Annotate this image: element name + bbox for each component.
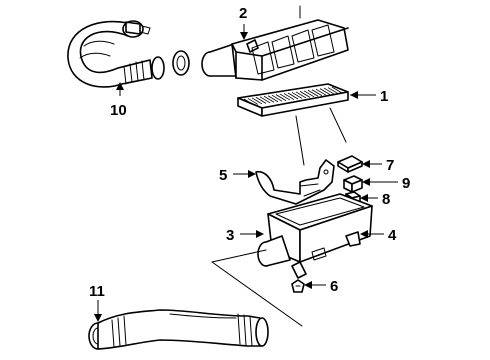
filter-pleat: [279, 93, 291, 101]
filter-pleat: [307, 89, 319, 97]
callout-8-label: 8: [382, 191, 390, 208]
callout-3: 3: [226, 227, 264, 244]
callout-9: 9: [362, 175, 410, 192]
filter-pleat: [247, 98, 259, 105]
filter-pleat: [291, 92, 303, 99]
part-10-intake-duct: [67, 20, 165, 88]
filter-pleat: [315, 88, 327, 96]
callout-7-label: 7: [386, 157, 394, 174]
callout-11: 11: [89, 283, 105, 322]
filter-pleat: [311, 89, 323, 97]
filter-pleat: [303, 90, 315, 98]
filter-pleat: [327, 87, 339, 94]
callout-6-label: 6: [330, 278, 338, 295]
part-9-sensor: [343, 175, 363, 193]
filter-pleat: [299, 91, 311, 98]
part-3-lower-housing: [257, 193, 373, 279]
part-2-air-cleaner-cover: [201, 5, 349, 81]
callout-4: 4: [360, 227, 397, 244]
callout-1: 1: [350, 88, 388, 105]
filter-pleat: [271, 94, 283, 102]
filter-pleat: [267, 95, 279, 103]
callout-9-label: 9: [402, 175, 410, 192]
callout-2: 2: [239, 5, 248, 40]
filter-pleat: [331, 86, 343, 94]
callout-7: 7: [362, 157, 394, 174]
filter-pleat: [275, 94, 287, 101]
filter-pleat: [263, 95, 275, 103]
filter-pleat: [319, 88, 331, 95]
filter-pleat: [243, 98, 255, 106]
callout-2-label: 2: [239, 5, 247, 22]
filter-pleat: [283, 93, 295, 100]
callout-10: 10: [110, 82, 127, 119]
seal-ring: [172, 50, 190, 76]
filter-pleat: [287, 92, 299, 100]
part-1-air-filter: [237, 83, 349, 117]
callout-6: 6: [304, 278, 338, 295]
part-7-sensor-cover: [337, 155, 363, 173]
part-11-lower-duct: [88, 309, 269, 350]
callout-10-label: 10: [110, 102, 127, 119]
part-5-bracket: [255, 159, 335, 205]
filter-pleat: [251, 97, 263, 105]
callout-8: 8: [360, 191, 390, 208]
callout-3-label: 3: [226, 227, 234, 244]
filter-pleat: [259, 96, 271, 104]
part-6-grommet: [291, 279, 305, 293]
filter-pleat: [255, 97, 267, 104]
callout-5-label: 5: [219, 167, 227, 184]
filter-pleat: [295, 91, 307, 99]
callout-4-label: 4: [388, 227, 397, 244]
callout-1-label: 1: [380, 88, 388, 105]
callout-5: 5: [219, 167, 256, 184]
callout-11-label: 11: [89, 283, 105, 300]
filter-pleat: [323, 87, 335, 95]
filter-pleats: [243, 86, 343, 106]
